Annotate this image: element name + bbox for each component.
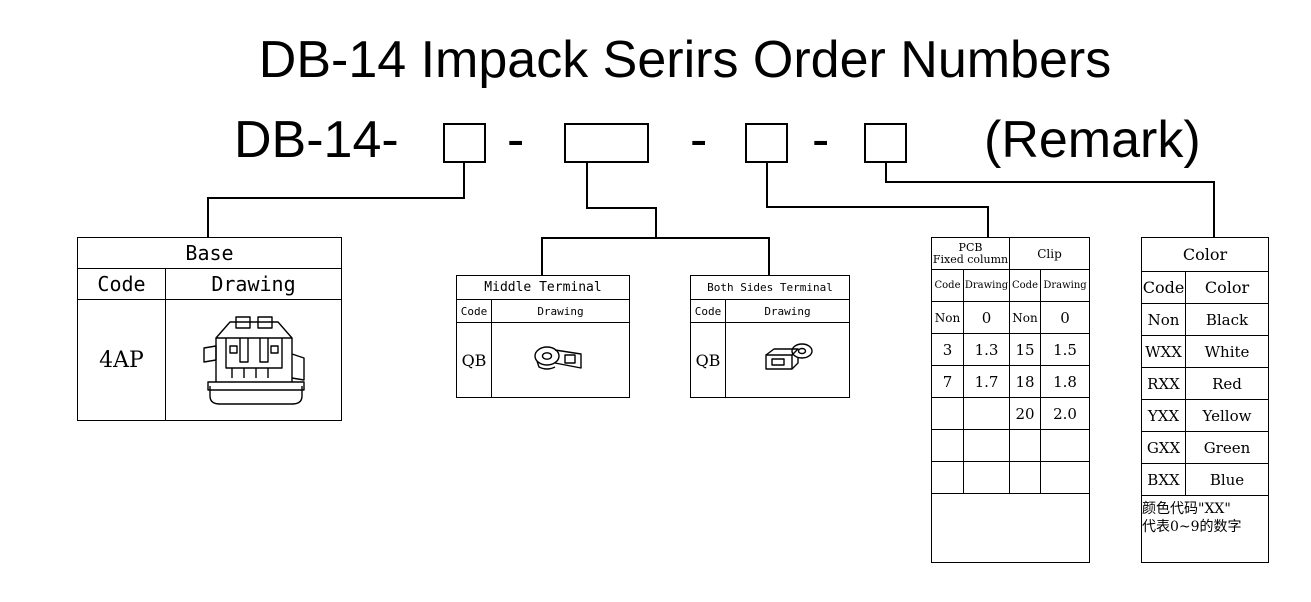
clip-drawing-cell: 2.0 [1040, 397, 1090, 430]
color-name-cell: Black [1185, 303, 1269, 336]
both-code-cell: QB [690, 322, 726, 398]
pcb-header: PCB Fixed column [931, 237, 1010, 270]
terminal-connector-line [586, 163, 657, 238]
middle-col-drawing-header: Drawing [491, 299, 630, 323]
color-name-cell: Green [1185, 431, 1269, 464]
base-drawing-cell [165, 299, 342, 421]
clip-code-cell [1009, 461, 1041, 494]
middle-terminal-table: Middle Terminal Code Drawing QB [456, 275, 630, 398]
pcb-drawing-cell: 1.3 [963, 333, 1010, 366]
middle-col-code-header: Code [456, 299, 492, 323]
color-code-cell: GXX [1141, 431, 1186, 464]
pcb-col-code-header: Code [931, 269, 964, 302]
color-name-cell: Red [1185, 367, 1269, 400]
pcb-drawing-cell [963, 429, 1010, 462]
terminal-lug-icon [533, 346, 582, 370]
base-code-cell: 4AP [77, 299, 166, 421]
clip-code-cell: 20 [1009, 397, 1041, 430]
clip-drawing-cell [1040, 461, 1090, 494]
pcb-code-cell: Non [931, 301, 964, 334]
middle-code-cell: QB [456, 322, 492, 398]
base-col-drawing-header: Drawing [165, 268, 342, 300]
color-name-cell: White [1185, 335, 1269, 368]
pcb-code-cell [931, 397, 964, 430]
pcb-clip-connector-line [766, 163, 989, 238]
pcb-drawing-cell [963, 397, 1010, 430]
clip-drawing-cell: 0 [1040, 301, 1090, 334]
order-code-separator: - [690, 111, 708, 169]
clip-drawing-cell: 1.5 [1040, 333, 1090, 366]
color-table-header: Color [1141, 237, 1269, 272]
terminal-code-slot [564, 123, 649, 163]
clip-code-cell [1009, 429, 1041, 462]
color-col-code-header: Code [1141, 271, 1186, 304]
pcb-col-drawing-header: Drawing [963, 269, 1010, 302]
color-table: Color Code Color Non Black WXX White RXX… [1141, 237, 1269, 563]
pcb-drawing-cell: 0 [963, 301, 1010, 334]
order-code-separator: - [812, 111, 830, 169]
color-code-slot [864, 123, 907, 163]
color-connector-line [885, 163, 1215, 238]
both-sides-terminal-header: Both Sides Terminal [690, 275, 850, 300]
pcb-clip-code-slot [745, 123, 788, 163]
both-sides-terminal-table: Both Sides Terminal Code Drawing QB [690, 275, 850, 398]
clip-header: Clip [1009, 237, 1090, 270]
diagram-title: DB-14 Impack Serirs Order Numbers [258, 31, 1112, 89]
terminal-branch-line [541, 237, 770, 275]
clip-code-cell: 18 [1009, 365, 1041, 398]
color-name-cell: Blue [1185, 463, 1269, 496]
connector-housing-icon [203, 316, 305, 405]
clip-code-cell: Non [1009, 301, 1041, 334]
pcb-drawing-cell [963, 461, 1010, 494]
color-code-note-line: 代表0~9的数字 [1142, 519, 1242, 536]
color-name-cell: Yellow [1185, 399, 1269, 432]
terminal-lug-icon [764, 343, 813, 370]
both-col-drawing-header: Drawing [725, 299, 850, 323]
pcb-code-cell [931, 429, 964, 462]
color-code-cell: BXX [1141, 463, 1186, 496]
base-table-header: Base [77, 237, 342, 269]
pcb-code-cell: 3 [931, 333, 964, 366]
order-code-separator: - [507, 111, 525, 169]
pcb-clip-footer-cell [931, 493, 1090, 563]
base-table: Base Code Drawing 4AP [77, 237, 342, 421]
pcb-code-cell [931, 461, 964, 494]
color-code-cell: RXX [1141, 367, 1186, 400]
color-code-cell: YXX [1141, 399, 1186, 432]
order-code-prefix: DB-14- [234, 111, 399, 169]
both-drawing-cell [725, 322, 850, 398]
order-code-remark: (Remark) [984, 111, 1201, 169]
base-col-code-header: Code [77, 268, 166, 300]
color-code-cell: WXX [1141, 335, 1186, 368]
pcb-clip-table: PCB Fixed column Clip Code Drawing Code … [931, 237, 1090, 563]
middle-terminal-header: Middle Terminal [456, 275, 630, 300]
color-code-cell: Non [1141, 303, 1186, 336]
middle-drawing-cell [491, 322, 630, 398]
pcb-drawing-cell: 1.7 [963, 365, 1010, 398]
clip-col-code-header: Code [1009, 269, 1041, 302]
clip-code-cell: 15 [1009, 333, 1041, 366]
pcb-code-cell: 7 [931, 365, 964, 398]
color-code-note-line: 颜色代码"XX" [1142, 501, 1231, 517]
base-code-slot [443, 123, 486, 163]
color-code-note: 颜色代码"XX" 代表0~9的数字 [1141, 495, 1269, 563]
clip-drawing-cell: 1.8 [1040, 365, 1090, 398]
base-connector-line [207, 163, 465, 238]
clip-drawing-cell [1040, 429, 1090, 462]
both-col-code-header: Code [690, 299, 726, 323]
color-col-color-header: Color [1185, 271, 1269, 304]
clip-col-drawing-header: Drawing [1040, 269, 1090, 302]
